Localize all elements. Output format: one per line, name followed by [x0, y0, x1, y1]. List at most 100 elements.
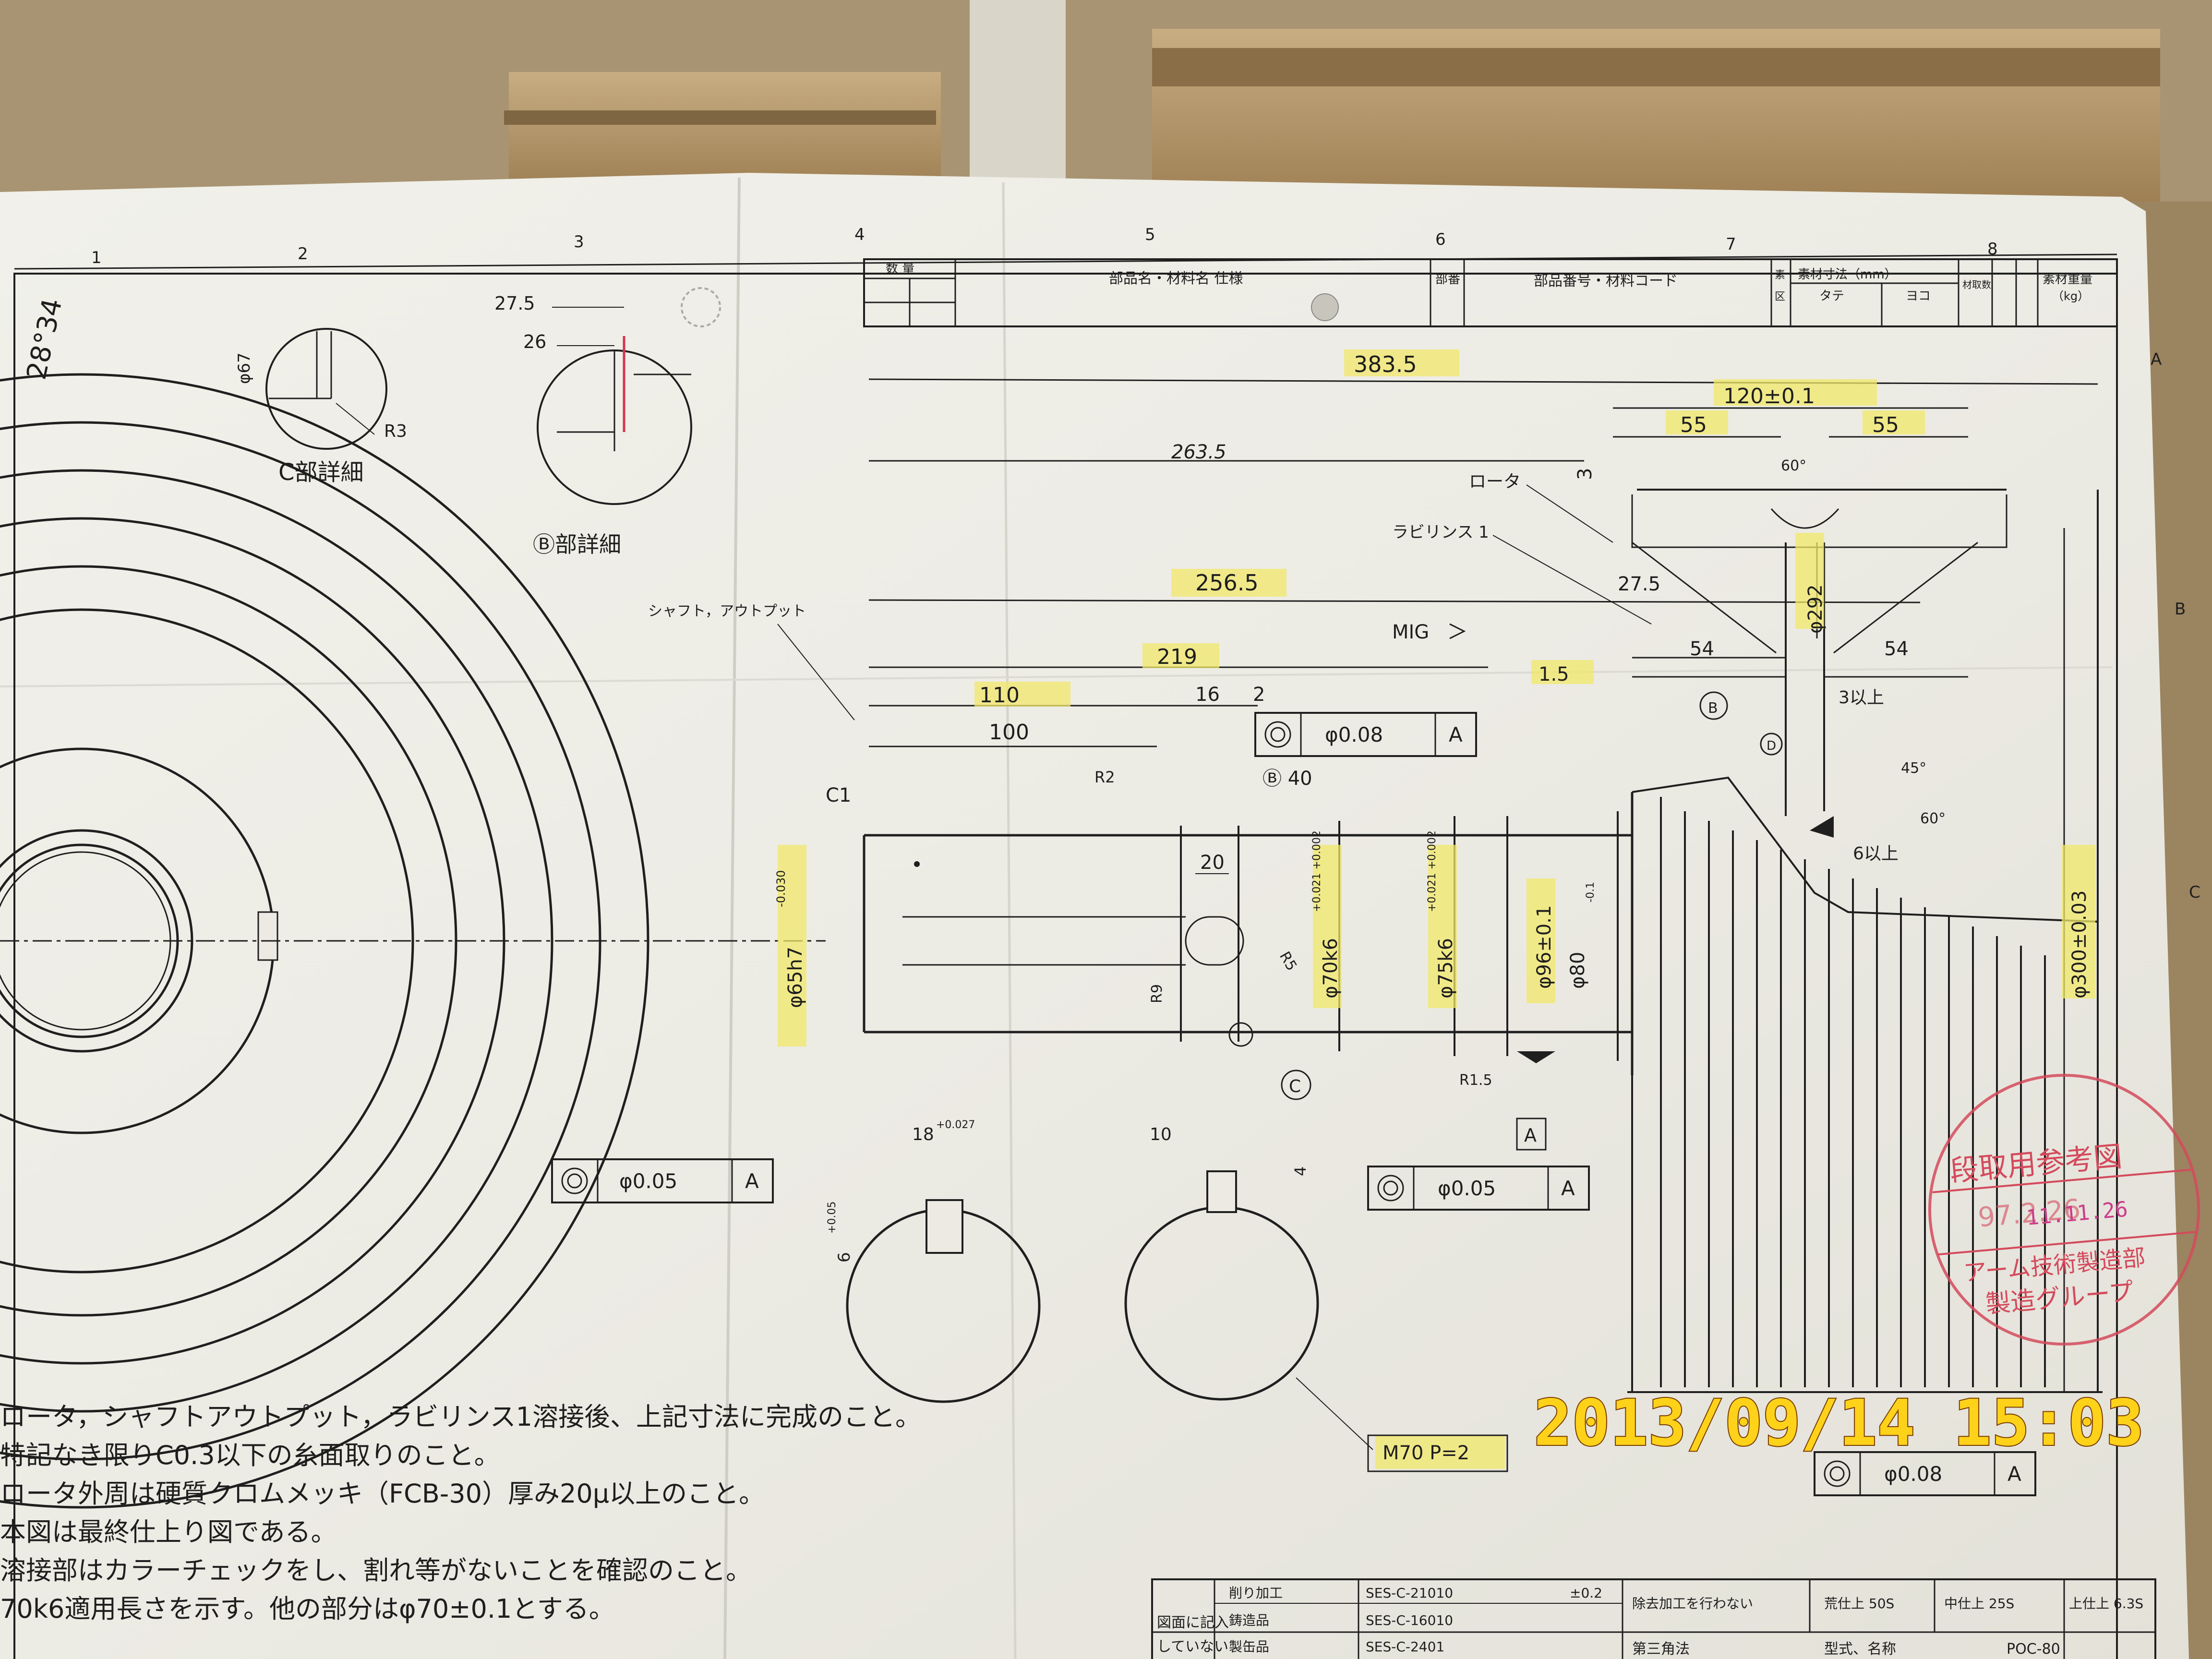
table-row3c: SES-C-2401: [1366, 1639, 1444, 1655]
dim-overall: 383.5: [1354, 351, 1417, 377]
circle-b-label: B: [1708, 700, 1718, 717]
fcf-tolerance: φ0.08: [1884, 1462, 1942, 1486]
keyway-sections: 18 +0.027 6 +0.05 10 4 M70 P=2: [826, 1119, 1508, 1472]
dim-phi75-tol: +0.021 +0.002: [1426, 830, 1438, 912]
dim-54a: 54: [1690, 638, 1714, 660]
cardboard-box-left: [509, 72, 941, 187]
title-count: 材取数: [1962, 279, 1991, 290]
dim-phi292: φ292: [1804, 584, 1827, 634]
dim-r15: R1.5: [1459, 1072, 1492, 1089]
fcf-tolerance: φ0.05: [619, 1169, 677, 1193]
dim-phi80: φ80: [1567, 952, 1589, 989]
table-sym6: 型式、名称: [1824, 1641, 1896, 1658]
end-view: [0, 373, 826, 1509]
table-sym2: 荒仕上 50S: [1824, 1596, 1894, 1611]
title-part-name: 部品名・材料名 仕様: [1109, 270, 1243, 287]
note-line: 溶接部はカラーチェックをし、割れ等がないことを確認のこと。: [0, 1555, 752, 1586]
detail-b-label: Ⓑ部詳細: [533, 531, 621, 557]
highlights: [778, 349, 2095, 1469]
table-row1a: 図面に記入: [1157, 1614, 1229, 1631]
title-qty: 数 量: [886, 262, 914, 276]
table-row1d: ±0.2: [1570, 1585, 1602, 1601]
column-number: 2: [298, 244, 308, 264]
title-weight: 素材重量: [2043, 272, 2092, 287]
fcf-4: φ0.08 A: [1814, 1451, 2036, 1496]
dim-3: 3: [1574, 468, 1596, 480]
dim-phi300: φ300±0.03: [2068, 890, 2091, 998]
dim-55b: 55: [1872, 413, 1899, 437]
rotor-section: [1517, 489, 2103, 1393]
key6: 6: [835, 1252, 854, 1262]
label-labyrinth: ラビリンス 1: [1392, 523, 1489, 542]
detail-b-d2: 26: [523, 331, 546, 352]
note-line: ロータ，シャフトアウトプット，ラビリンス1溶接後、上記寸法に完成のこと。: [0, 1402, 921, 1432]
table-sym1: 除去加工を行わない: [1632, 1596, 1753, 1611]
dim-16: 16: [1195, 684, 1220, 706]
dim-55a: 55: [1680, 413, 1707, 437]
row-letter: C: [2189, 883, 2200, 902]
datum-a: A: [1524, 1125, 1537, 1146]
title-tate: タテ: [1819, 289, 1844, 303]
title-yoko: ヨコ: [1906, 289, 1931, 303]
dim-1-5: 1.5: [1539, 663, 1569, 685]
column-number: 6: [1435, 230, 1446, 249]
table-row1c: SES-C-21010: [1366, 1585, 1453, 1601]
row-letter: B: [2175, 600, 2186, 619]
dim-phi80-tol: -0.1: [1585, 882, 1597, 902]
title-class1: 素: [1775, 269, 1785, 281]
dim-r2: R2: [1094, 768, 1115, 786]
dim-110: 110: [979, 683, 1020, 708]
dim-phi70: φ70k6: [1320, 938, 1342, 998]
photo-timestamp: 2013/09/14 15:03: [1534, 1386, 2144, 1460]
table-sym3: 中仕上 25S: [1944, 1596, 2014, 1611]
column-number: 7: [1726, 235, 1736, 254]
detail-c-radius: R3: [384, 421, 407, 441]
detail-c-dia: φ67: [235, 352, 254, 384]
circle-d-label: D: [1767, 739, 1776, 753]
dim-6-above: 6以上: [1853, 844, 1899, 864]
column-number: 3: [574, 232, 584, 252]
fcf-datum: A: [1449, 723, 1463, 746]
fcf-tolerance: φ0.08: [1325, 723, 1383, 746]
title-class2: 区: [1775, 291, 1785, 303]
table-row2b: 鋳造品: [1229, 1612, 1269, 1628]
note-line: 70k6適用長さを示す。他の部分はφ70±0.1とする。: [0, 1594, 615, 1624]
table-sym5: 第三角法: [1632, 1641, 1690, 1658]
table-sym7: POC-80: [2007, 1641, 2060, 1658]
label-mig: MIG: [1392, 621, 1429, 643]
table-sym4: 上仕上 6.3S: [2069, 1596, 2143, 1611]
note-line: 本図は最終仕上り図である。: [0, 1517, 337, 1547]
dim-100: 100: [989, 720, 1029, 745]
thread-spec: M70 P=2: [1382, 1442, 1469, 1464]
column-number: 8: [1987, 240, 1998, 259]
fcf-3: φ0.05 A: [1367, 1166, 1590, 1211]
key10: 10: [1150, 1125, 1172, 1144]
dim-45: 45°: [1901, 760, 1926, 777]
table-row1b: 削り加工: [1229, 1585, 1283, 1601]
detail-b-d1: 27.5: [494, 293, 535, 314]
dim-27-5: 27.5: [1618, 573, 1660, 595]
dim-handwritten: 263.5: [1171, 441, 1226, 463]
fcf-tolerance: φ0.05: [1438, 1177, 1496, 1200]
bottom-table: 図面に記入 していない 削り加工 鋳造品 製缶品 SES-C-21010 ±0.…: [1151, 1578, 2156, 1659]
fcf-datum: A: [745, 1169, 759, 1193]
notes: ロータ，シャフトアウトプット，ラビリンス1溶接後、上記寸法に完成のこと。 特記な…: [0, 1402, 921, 1624]
title-weight-unit: （kg）: [2052, 289, 2089, 303]
dim-54b: 54: [1884, 638, 1909, 660]
part-labels: シャフト，アウトプット ロータ ラビリンス 1 MIG: [648, 472, 1652, 721]
title-code: 部品番号・材料コード: [1534, 273, 1678, 289]
dim-phi65: φ65h7: [784, 947, 806, 1008]
label-shaft: シャフト，アウトプット: [648, 603, 806, 620]
fcf-1: φ0.08 A: [1254, 712, 1477, 757]
dim-60b: 60°: [1920, 810, 1946, 827]
fcf-datum: A: [1561, 1177, 1575, 1200]
dimension-texts: 383.5 263.5 256.5 219 110 100 16 2 Ⓑ 40 …: [774, 351, 2091, 1089]
detail-c: R3 φ67 C部詳細: [235, 328, 407, 486]
dim-40: Ⓑ 40: [1262, 768, 1312, 790]
column-number: 4: [854, 225, 865, 244]
dim-phi75: φ75k6: [1435, 938, 1457, 998]
note-line: ロータ外周は硬質クロムメッキ（FCB-30）厚み20μ以上のこと。: [0, 1479, 765, 1509]
circle-c-label: C: [1289, 1077, 1301, 1096]
column-number: 1: [91, 248, 102, 267]
dim-2: 2: [1253, 684, 1265, 706]
